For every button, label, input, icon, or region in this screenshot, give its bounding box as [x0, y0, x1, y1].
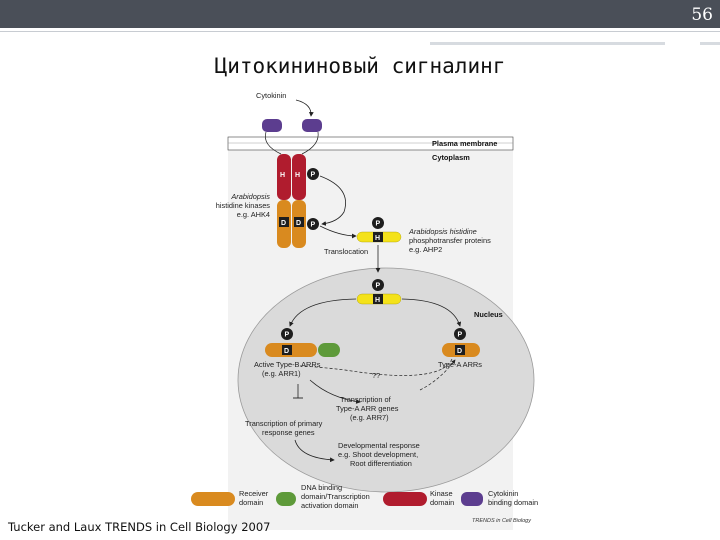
type-a-d: D [457, 348, 462, 355]
kinase-phosphate-label: P [311, 172, 316, 179]
ahp-label-2: phosphotransfer proteins [409, 236, 491, 245]
source-credit: Tucker and Laux TRENDS in Cell Biology 2… [8, 520, 271, 534]
type-b-label-1: Active Type-B ARRs [254, 360, 321, 369]
kinase-domain-right [292, 154, 306, 200]
kinase-h-right: H [295, 172, 300, 179]
legend-receiver-2: domain [239, 498, 263, 507]
arrow-to-type-a-transcription [309, 379, 361, 404]
type-a-d-box [455, 345, 465, 355]
type-b-phosphate-label: P [285, 332, 290, 339]
phosphotransfer-arrow-2 [319, 225, 357, 239]
developmental-3: Root differentiation [350, 459, 412, 468]
kinase-label-1: Arabidopsis [230, 192, 270, 201]
type-b-phosphate [281, 328, 293, 340]
ahp-label-3: e.g. AHP2 [409, 245, 442, 254]
receiver-phosphate [307, 218, 319, 230]
kinase-h-left: H [280, 172, 285, 179]
ahp-cytoplasm-h-box [373, 232, 383, 242]
cytokinin-binding-domain-right [302, 119, 322, 132]
arrow-to-developmental [294, 439, 335, 463]
ahp-cytoplasm-phosphate-label: P [376, 221, 381, 228]
ahp-nucleus-h: H [375, 297, 380, 304]
ahp-label-1: Arabidopsis histidine [408, 227, 477, 236]
receiver-phosphate-label: P [311, 222, 316, 229]
type-a-label: Type-A ARRs [438, 360, 482, 369]
kinase-domain-left [277, 154, 291, 200]
type-a-phosphate-label: P [458, 332, 463, 339]
cytoplasm-label: Cytoplasm [432, 153, 470, 162]
legend-dna-2: domain/Transcription [301, 492, 370, 501]
legend-kinase-swatch [383, 492, 427, 506]
kinase-label-2: histidine kinases [216, 201, 271, 210]
legend-dna-1: DNA binding [301, 483, 342, 492]
page-number: 56 [691, 5, 713, 25]
cytokinin-arrow [295, 99, 314, 117]
ahp-cytoplasm-phosphate [372, 217, 384, 229]
legend-receiver-1: Receiver [239, 489, 269, 498]
type-b-d: D [284, 348, 289, 355]
legend-cytokinin-2: binding domain [488, 498, 538, 507]
header-accent-rule-right [700, 42, 720, 45]
ahp-nucleus-phosphate-label: P [376, 283, 381, 290]
unknown-label: ?? [372, 371, 380, 380]
plasma-membrane [227, 136, 514, 151]
phosphorelay-arrow-a [401, 298, 462, 327]
receiver-d-box-left [279, 217, 289, 227]
nucleus-label: Nucleus [474, 310, 503, 319]
legend-kinase-1: Kinase [430, 489, 453, 498]
receiver-d-right: D [296, 220, 301, 227]
type-b-label-2: (e.g. ARR1) [262, 369, 301, 378]
header-accent-rule [430, 42, 665, 45]
legend-dna-swatch [276, 492, 296, 506]
arrow-type-a-feedback [419, 359, 456, 391]
phosphotransfer-arrow-1 [319, 175, 346, 226]
legend-dna-3: activation domain [301, 501, 359, 510]
transcription-a-1: Transcription of [340, 395, 392, 404]
translocation-label: Translocation [324, 247, 368, 256]
transcription-a-3: (e.g. ARR7) [350, 413, 389, 422]
slide-title: Цитокининовый сигналинг [214, 54, 506, 78]
legend-kinase-2: domain [430, 498, 454, 507]
receptor-stalk-left [265, 131, 282, 155]
phosphorelay-arrow-b [289, 298, 357, 327]
receiver-d-left: D [281, 220, 286, 227]
legend-cytokinin-swatch [461, 492, 483, 506]
header-rule [0, 31, 720, 32]
top-bar [0, 0, 720, 28]
ahp-cytoplasm-h: H [375, 235, 380, 242]
ahp-nucleus-phosphate [372, 279, 384, 291]
kinase-label-3: e.g. AHK4 [237, 210, 270, 219]
type-b-dna-binding-domain [318, 343, 340, 357]
type-b-d-box [282, 345, 292, 355]
transcription-primary-1: Transcription of primary [245, 419, 323, 428]
kinase-phosphate [307, 168, 319, 180]
source-tag: TRENDS in Cell Biology [472, 518, 532, 524]
legend-cytokinin-1: Cytokinin [488, 489, 518, 498]
legend-receiver-swatch [191, 492, 235, 506]
transcription-a-2: Type-A ARR genes [336, 404, 399, 413]
receiver-d-box-right [294, 217, 304, 227]
cytokinin-label: Cytokinin [256, 91, 286, 100]
feedback-dashed-line [299, 358, 453, 376]
plasma-membrane-label: Plasma membrane [432, 139, 497, 148]
receptor-stalk-right [301, 131, 319, 155]
cytokinin-binding-domain-left [262, 119, 282, 132]
transcription-primary-2: response genes [262, 428, 315, 437]
developmental-1: Developmental response [338, 441, 420, 450]
type-a-phosphate [454, 328, 466, 340]
developmental-2: e.g. Shoot development, [338, 450, 418, 459]
ahp-nucleus-h-box [373, 294, 383, 304]
